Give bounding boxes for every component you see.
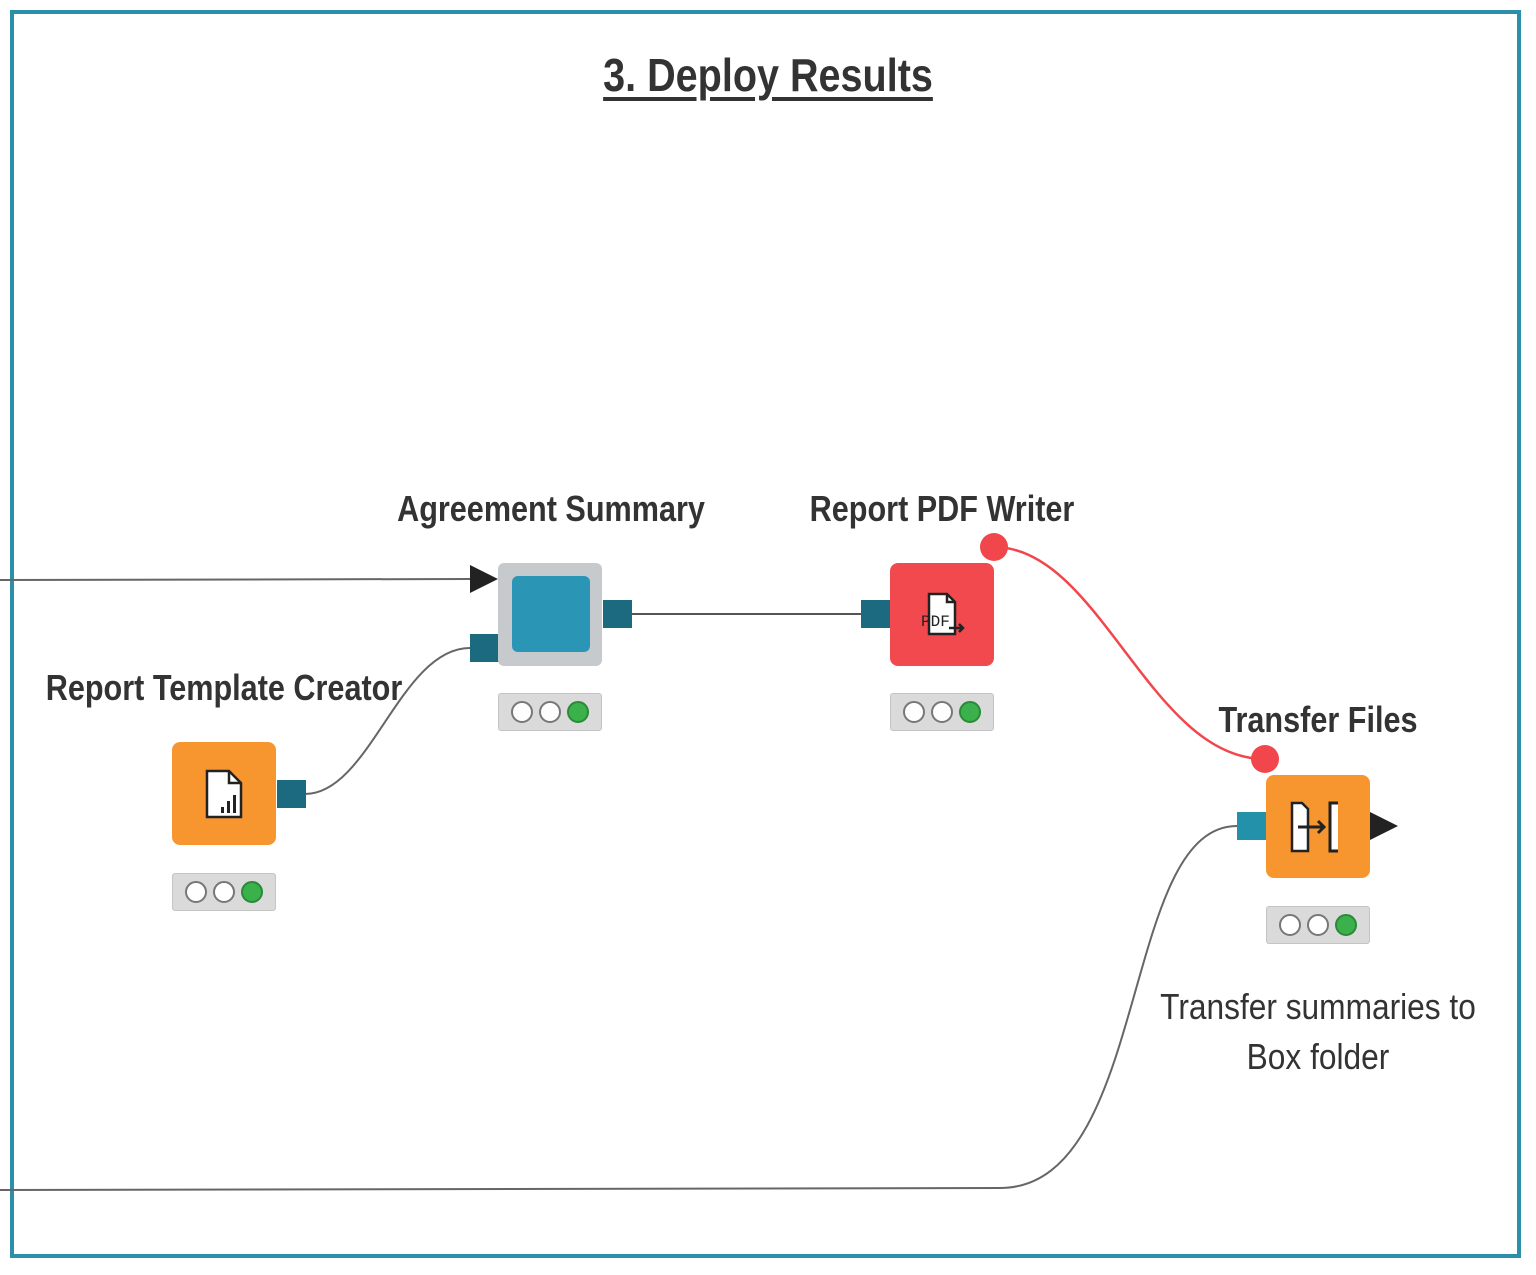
connection-in-agreement xyxy=(0,578,471,581)
status-light-yellow xyxy=(931,701,953,723)
input-port[interactable] xyxy=(861,600,890,628)
status-light-yellow xyxy=(1307,914,1329,936)
output-port[interactable] xyxy=(277,780,306,808)
status-light-yellow xyxy=(539,701,561,723)
report-pdf-writer-node[interactable]: PDF xyxy=(890,563,994,666)
output-port-triangle[interactable] xyxy=(1370,812,1398,840)
pdf-writer-icon: PDF xyxy=(921,592,965,635)
transfer-files-icon xyxy=(1290,801,1338,852)
report-template-creator-node[interactable] xyxy=(172,742,276,845)
status-light-green xyxy=(567,701,589,723)
node-annotation: Transfer summaries to Box folder xyxy=(1160,982,1476,1082)
status-traffic-light xyxy=(498,693,602,731)
flow-variable-connection xyxy=(993,545,1266,761)
input-port[interactable] xyxy=(1237,812,1266,840)
workflow-annotation-frame xyxy=(10,10,1521,1258)
node-label: Agreement Summary xyxy=(397,488,705,529)
transfer-files-node[interactable] xyxy=(1266,775,1370,878)
report-template-icon xyxy=(205,769,243,818)
connection-in-transfer xyxy=(0,825,1238,1191)
status-traffic-light xyxy=(890,693,994,731)
status-traffic-light xyxy=(1266,906,1370,944)
metanode-icon xyxy=(512,576,590,652)
annotation-line: Transfer summaries to xyxy=(1160,986,1476,1027)
status-traffic-light xyxy=(172,873,276,911)
status-light-green xyxy=(959,701,981,723)
status-light-red xyxy=(1279,914,1301,936)
annotation-line: Box folder xyxy=(1246,1036,1390,1077)
connection-template-to-agreement xyxy=(304,647,471,795)
svg-text:PDF: PDF xyxy=(921,613,950,631)
status-light-red xyxy=(185,881,207,903)
section-title: 3. Deploy Results xyxy=(603,49,933,101)
output-port[interactable] xyxy=(603,600,632,628)
flow-variable-port[interactable] xyxy=(980,533,1008,561)
input-port-triangle[interactable] xyxy=(470,565,498,593)
node-label: Transfer Files xyxy=(1218,699,1418,740)
node-label: Report Template Creator xyxy=(45,667,403,708)
status-light-green xyxy=(1335,914,1357,936)
input-port[interactable] xyxy=(470,634,499,662)
agreement-summary-node[interactable] xyxy=(498,563,602,666)
status-light-green xyxy=(241,881,263,903)
node-label: Report PDF Writer xyxy=(809,488,1075,529)
status-light-red xyxy=(903,701,925,723)
status-light-red xyxy=(511,701,533,723)
flow-variable-port[interactable] xyxy=(1251,745,1279,773)
status-light-yellow xyxy=(213,881,235,903)
